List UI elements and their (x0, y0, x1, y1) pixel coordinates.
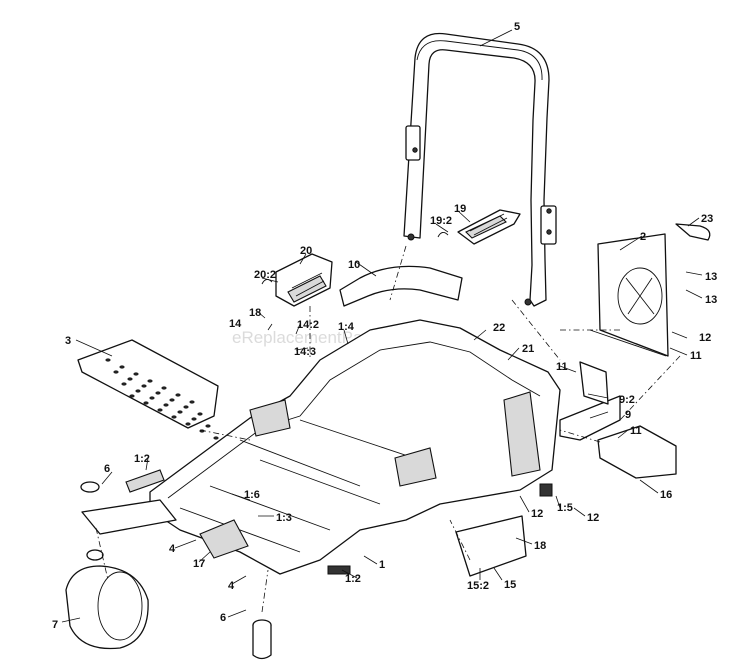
foot-plate-hole (171, 415, 177, 419)
part-rops-roll-bar (403, 32, 557, 307)
callout-15-2: 15:2 (467, 580, 489, 592)
callout-1-3: 1:3 (276, 512, 292, 524)
callout-6b: 6 (220, 612, 226, 624)
callout-18b: 18 (534, 540, 546, 552)
callout-19-2: 19:2 (430, 215, 452, 227)
part-main-frame (149, 319, 561, 575)
foot-plate-hole (129, 394, 135, 398)
foot-plate-hole (161, 386, 167, 390)
callout-4b: 4 (228, 580, 235, 592)
callout-4a: 4 (169, 543, 176, 555)
foot-plate-hole (155, 391, 161, 395)
callout-10: 10 (348, 259, 360, 271)
foot-plate-hole (177, 410, 183, 414)
callout-14: 14 (229, 318, 242, 330)
foot-plate-hole (127, 377, 133, 381)
label-decal-1-2 (125, 469, 165, 493)
callout-9: 9 (625, 409, 631, 421)
callout-19: 19 (454, 203, 466, 215)
callout-1-2b: 1:2 (345, 573, 361, 585)
callout-11c: 11 (630, 425, 642, 437)
callout-22: 22 (493, 322, 505, 334)
callout-17: 17 (193, 558, 205, 570)
leader-lines (61, 29, 703, 623)
callout-14-3: 14:3 (294, 346, 316, 358)
foot-plate-hole (113, 370, 119, 374)
callout-13b: 13 (705, 294, 717, 306)
assembly-lines (95, 245, 681, 613)
foot-plate-hole (169, 398, 175, 402)
part-shield (455, 515, 527, 577)
callout-23: 23 (701, 213, 713, 225)
foot-plate-hole (197, 412, 203, 416)
callout-1: 1 (379, 559, 385, 571)
foot-plate-hole (175, 393, 181, 397)
part-side-pan (559, 361, 621, 441)
callout-labels: 5 23 2 19 19:2 20 20:2 10 13 13 18 14 14… (52, 21, 717, 631)
callout-2: 2 (640, 231, 646, 243)
callout-11b: 11 (556, 361, 568, 373)
callout-1-2a: 1:2 (134, 453, 150, 465)
callout-1-6: 1:6 (244, 489, 260, 501)
part-foot-plate (77, 339, 219, 440)
decal-1-5 (539, 483, 553, 497)
part-rear-plate (589, 233, 669, 357)
callout-20: 20 (300, 245, 312, 257)
foot-plate-hole (141, 384, 147, 388)
callout-7: 7 (52, 619, 58, 631)
callout-20-2: 20:2 (254, 269, 276, 281)
callout-18a: 18 (249, 307, 261, 319)
part-caster-assembly (65, 481, 272, 660)
callout-16: 16 (660, 489, 672, 501)
callout-12b: 12 (531, 508, 543, 520)
callout-1-4: 1:4 (338, 321, 355, 333)
callout-9-2: 9:2 (619, 394, 635, 406)
foot-plate-hole (143, 401, 149, 405)
foot-plate-hole (105, 358, 111, 362)
callout-1-5: 1:5 (557, 502, 573, 514)
foot-plate-hole (183, 405, 189, 409)
foot-plate-hole (205, 424, 211, 428)
foot-plate-hole (147, 379, 153, 383)
foot-plate-hole (149, 396, 155, 400)
foot-plate-hole (163, 403, 169, 407)
part-crossbar (339, 265, 463, 307)
foot-plate-hole (189, 400, 195, 404)
decal-1-2-plate (327, 565, 351, 575)
callout-3: 3 (65, 335, 71, 347)
callout-12a: 12 (699, 332, 711, 344)
callout-14-2: 14:2 (297, 319, 319, 331)
foot-plate-hole (135, 389, 141, 393)
foot-plate-hole (213, 436, 219, 440)
callout-15: 15 (504, 579, 516, 591)
callout-12c: 12 (587, 512, 599, 524)
callout-6a: 6 (104, 463, 110, 475)
foot-plate-hole (191, 417, 197, 421)
callout-5: 5 (514, 21, 520, 33)
part-control-panel (261, 253, 333, 307)
part-seat-bracket (437, 209, 521, 245)
foot-plate-hole (133, 372, 139, 376)
part-bracket-23 (675, 223, 711, 241)
callout-11a: 11 (690, 350, 702, 362)
foot-plate-hole (121, 382, 127, 386)
part-pad (199, 519, 249, 559)
foot-plate-hole (119, 365, 125, 369)
part-footrest (597, 425, 677, 479)
callout-13a: 13 (705, 271, 717, 283)
callout-21: 21 (522, 343, 534, 355)
foot-plate-hole (185, 422, 191, 426)
foot-plate-hole (157, 408, 163, 412)
